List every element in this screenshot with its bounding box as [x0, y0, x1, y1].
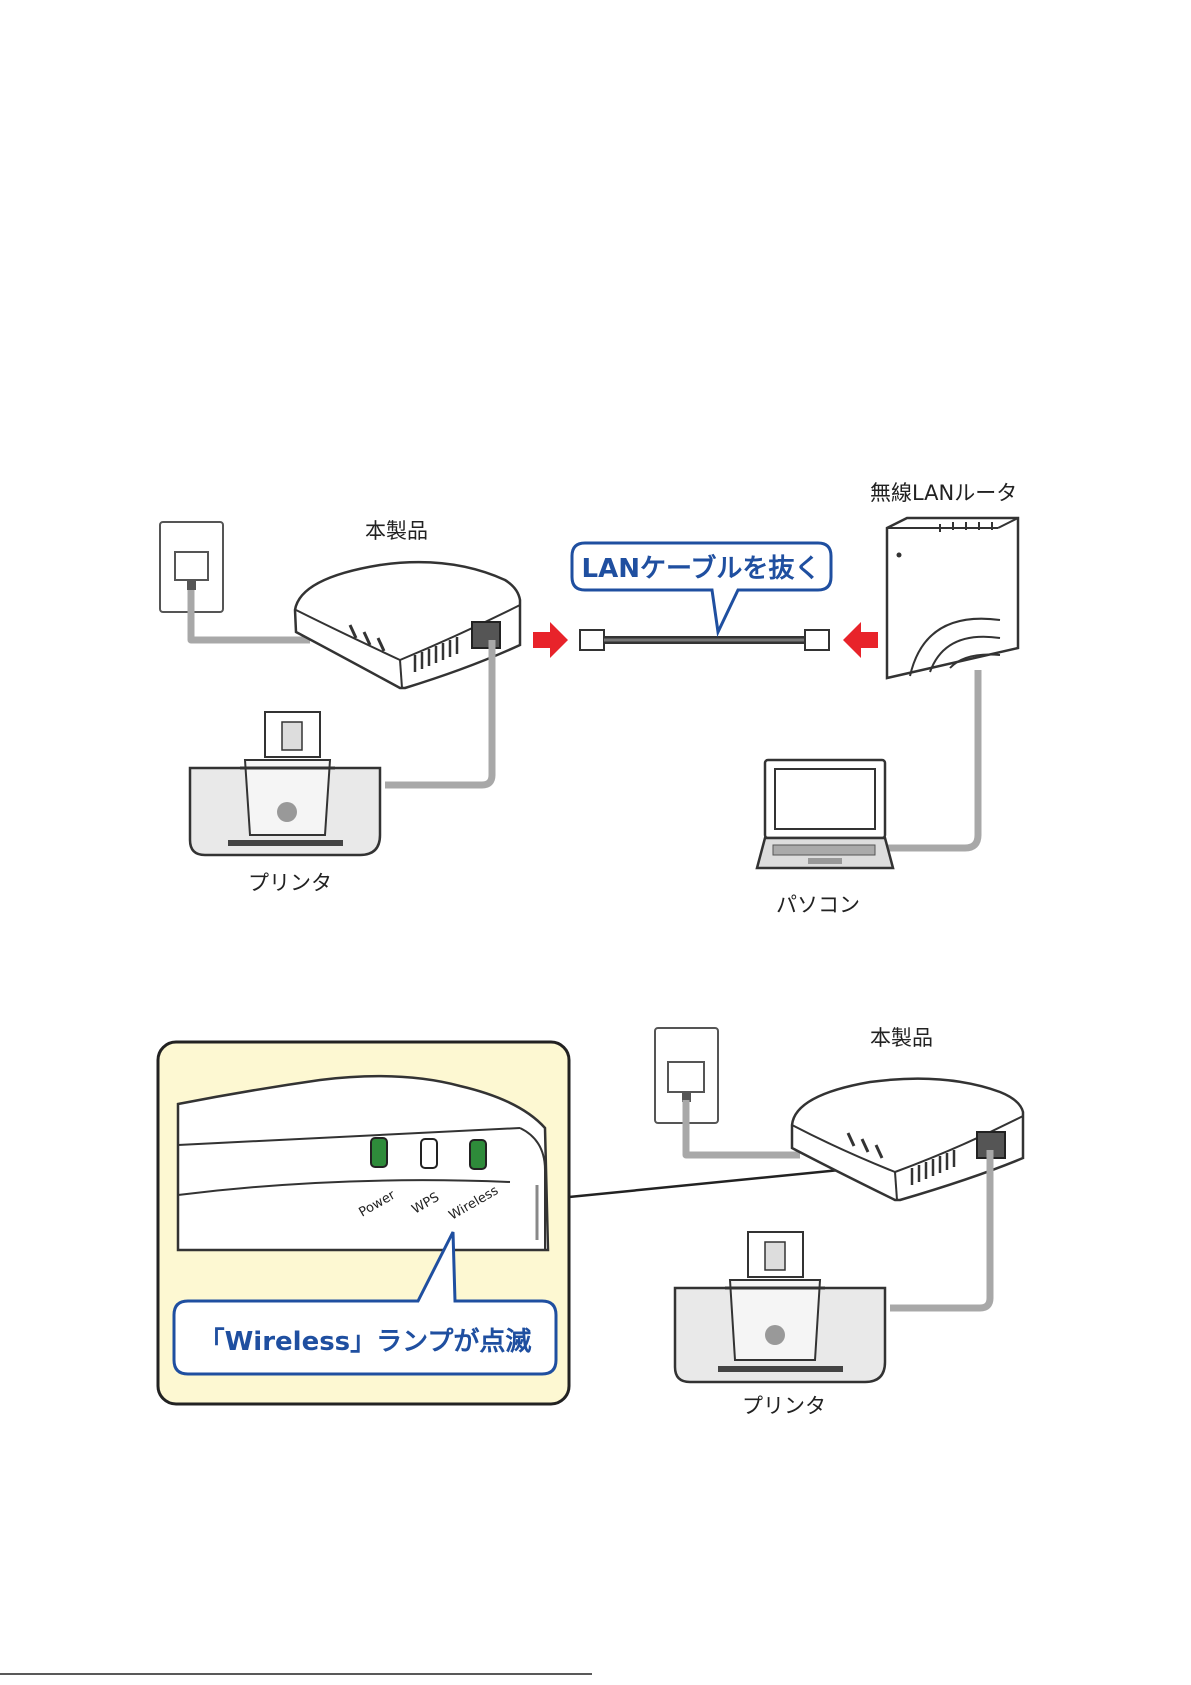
router-pc-cable: [888, 670, 978, 848]
diagram-wireless-blink: Power WPS Wireless 「Wireless」ランプが点滅: [158, 1026, 1023, 1418]
power-led-icon: [371, 1138, 387, 1167]
printer-label: プリンタ: [248, 871, 332, 895]
laptop-icon: [757, 760, 893, 868]
pc-label: パソコン: [776, 893, 860, 917]
zoom-panel: Power WPS Wireless 「Wireless」ランプが点滅: [158, 1042, 569, 1404]
printer-label: プリンタ: [742, 1394, 826, 1418]
printer-icon: [190, 712, 380, 855]
zoom-pointer-line: [569, 1168, 860, 1197]
lan-cable-icon: [580, 630, 829, 650]
unplug-callout-text: LANケーブルを抜く: [582, 553, 821, 584]
router-label: 無線LANルータ: [870, 481, 1017, 505]
product-device-icon: [295, 562, 520, 688]
wireless-callout-text: 「Wireless」ランプが点滅: [199, 1326, 532, 1357]
wps-led-icon: [421, 1139, 437, 1168]
unplug-callout: LANケーブルを抜く: [572, 543, 831, 632]
wireless-led-icon: [470, 1140, 486, 1169]
printer-icon: [675, 1232, 885, 1382]
diagram-unplug-lan: 本製品 プリンタ LAN: [160, 481, 1018, 917]
product-label: 本製品: [365, 519, 428, 543]
right-arrow-icon: [843, 622, 878, 658]
product-label: 本製品: [870, 1026, 933, 1050]
left-arrow-icon: [533, 622, 568, 658]
router-icon: [887, 518, 1018, 678]
